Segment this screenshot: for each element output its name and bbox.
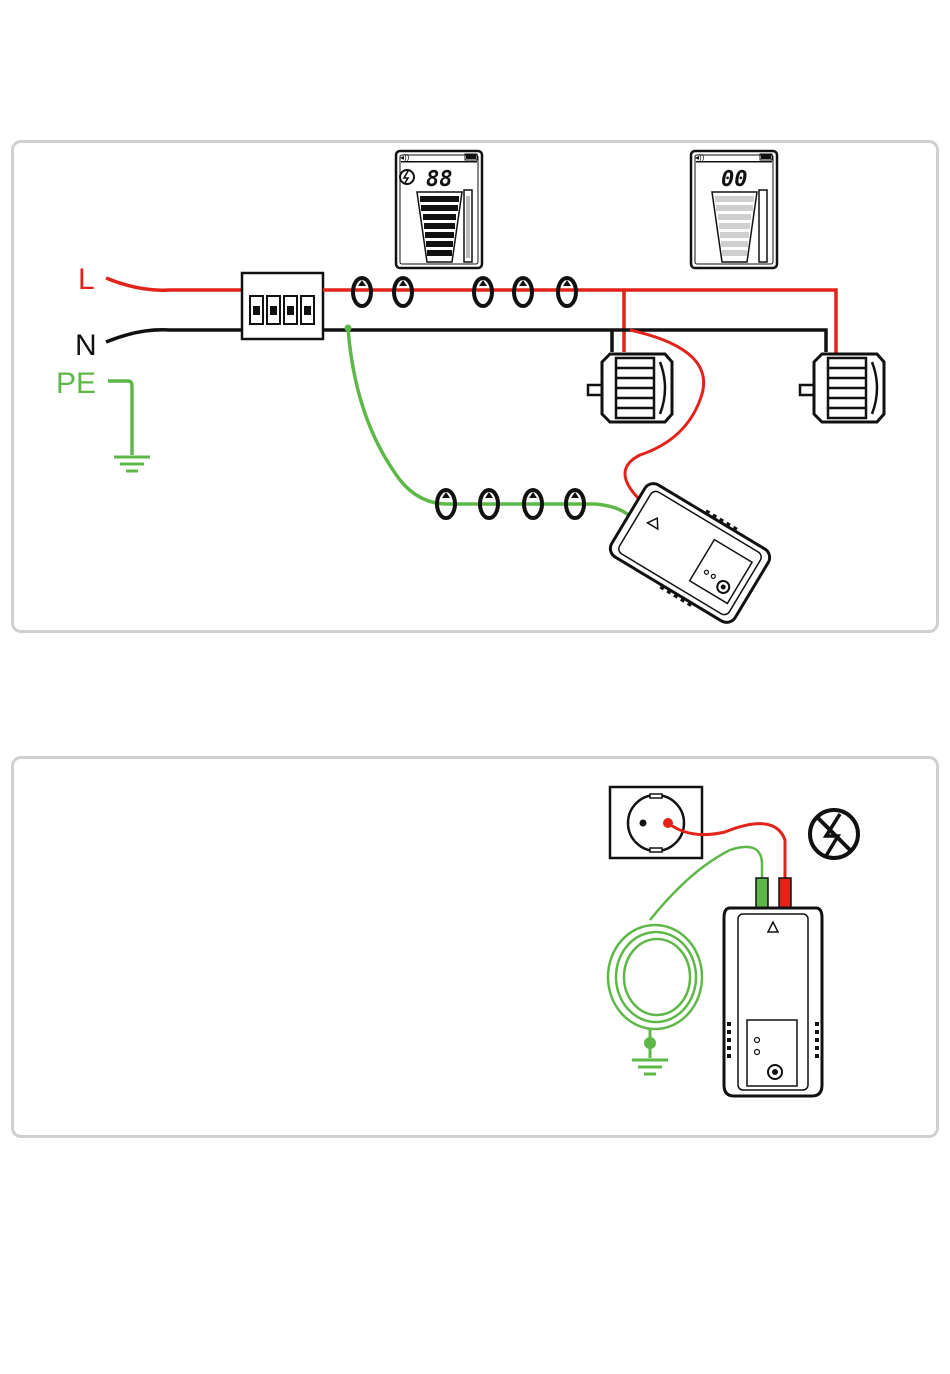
- transmitter-device-upright: [724, 908, 822, 1096]
- earth-ground-symbol: [114, 457, 150, 471]
- signal-coil: [474, 278, 492, 306]
- signal-coil: [394, 278, 412, 306]
- earth-supply-wire: [108, 381, 132, 455]
- neutral-label: N: [75, 329, 97, 362]
- signal-coil: [353, 278, 371, 306]
- motor-left: [588, 354, 672, 422]
- earth-clip-point: [644, 1037, 656, 1049]
- live-supply-wire: [106, 278, 242, 290]
- transmitter-device: [605, 476, 776, 629]
- receiver-reading-right: 00: [721, 167, 748, 192]
- green-terminal: [756, 878, 768, 908]
- battery-icon: [466, 155, 476, 159]
- circuit-breaker: [242, 273, 323, 339]
- green-lead-coil: [608, 925, 702, 1029]
- signal-coil: [558, 278, 576, 306]
- receiver-display-right: ◂)) 00: [691, 151, 777, 268]
- earth-tap-point: [345, 325, 352, 332]
- earth-ground-symbol: [632, 1060, 668, 1074]
- wall-socket: [610, 787, 702, 858]
- battery-icon: [761, 155, 771, 159]
- volume-icon: ◂)): [400, 153, 410, 162]
- receiver-display-left: ◂)) 88: [396, 151, 482, 268]
- live-line-wire: [323, 290, 836, 355]
- no-voltage-icon: [810, 810, 858, 858]
- motor-right: [800, 354, 884, 422]
- neutral-supply-wire: [106, 330, 242, 342]
- earth-label: PE: [56, 367, 96, 400]
- signal-coil: [514, 278, 532, 306]
- neutral-line-wire: [323, 330, 826, 352]
- volume-icon: ◂)): [695, 153, 705, 162]
- red-terminal: [779, 878, 791, 908]
- live-label: L: [78, 263, 95, 296]
- receiver-reading-left: 88: [426, 167, 453, 192]
